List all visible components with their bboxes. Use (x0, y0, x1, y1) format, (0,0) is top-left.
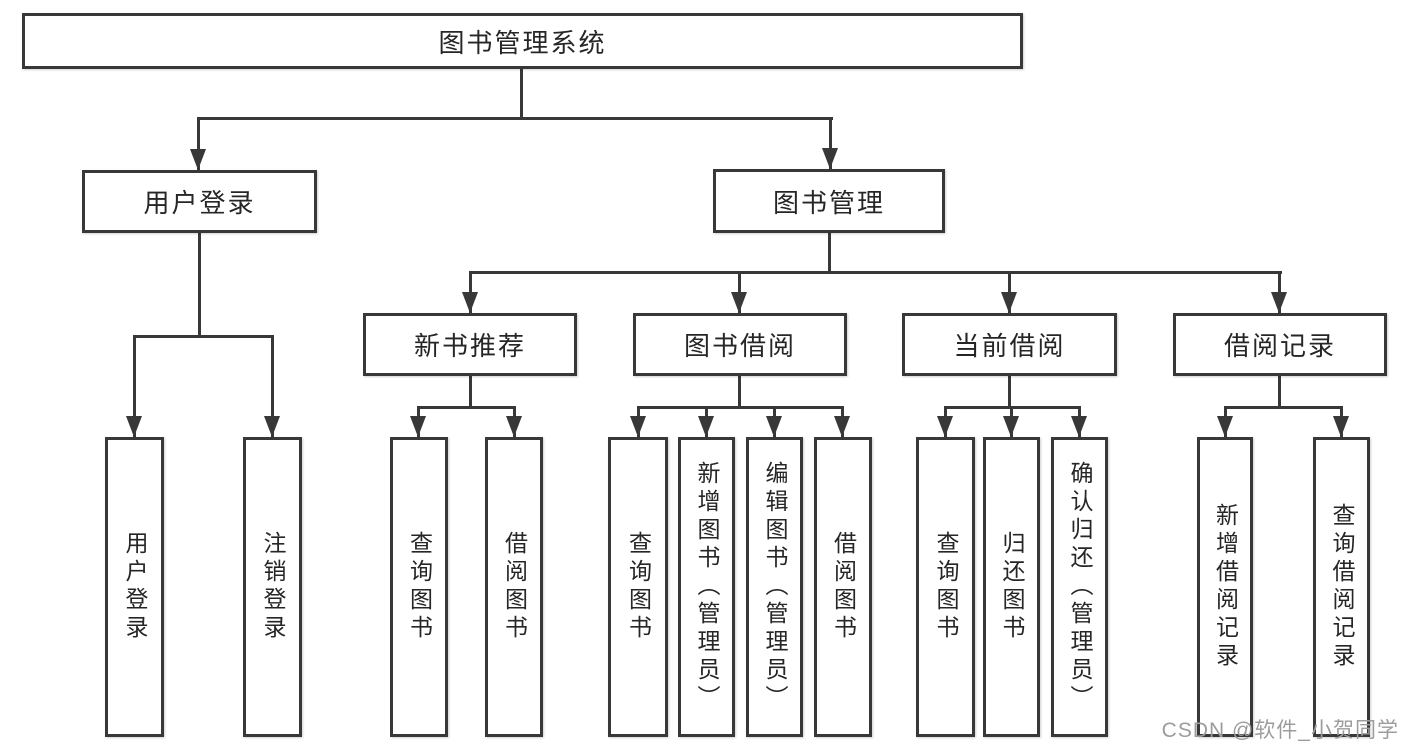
connector-line (637, 406, 844, 409)
connector-line (197, 117, 200, 170)
arrow-down-icon (630, 416, 646, 437)
node-leaf-return-book: 归还图书 (983, 437, 1040, 737)
connector-line (1008, 376, 1011, 409)
node-new-book-recommend: 新书推荐 (363, 313, 577, 376)
node-label: 当前借阅 (953, 331, 1066, 361)
node-leaf-query-borrow-record: 查询借阅记录 (1313, 437, 1370, 737)
node-leaf-add-book-admin: 新增图书（管理员） (678, 437, 735, 737)
arrow-down-icon (1001, 292, 1017, 313)
arrow-down-icon (410, 416, 426, 437)
arrow-down-icon (834, 416, 850, 437)
node-leaf-logout: 注销登录 (243, 437, 302, 737)
arrow-down-icon (822, 148, 838, 169)
node-leaf-borrow-books: 借阅图书 (814, 437, 872, 737)
connector-line (469, 376, 472, 409)
node-label: 查询图书 (933, 531, 959, 643)
node-label: 图书借阅 (683, 331, 796, 361)
node-label: 借阅图书 (501, 531, 528, 643)
connector-line (1224, 406, 1342, 409)
connector-line (133, 335, 136, 437)
node-leaf-query-books-borrow: 查询图书 (608, 437, 668, 737)
node-label: 图书管理 (772, 187, 885, 218)
arrow-down-icon (190, 149, 206, 170)
watermark: CSDN @软件_小贺同学 (1161, 719, 1399, 742)
arrow-down-icon (937, 416, 953, 437)
node-label: 归还图书 (999, 531, 1025, 643)
arrow-down-icon (698, 416, 714, 437)
node-label: 图书管理系统 (438, 27, 607, 58)
node-library-system: 图书管理系统 (22, 13, 1023, 69)
arrow-down-icon (1071, 416, 1087, 437)
arrow-down-icon (462, 292, 478, 313)
connector-line (133, 335, 274, 338)
arrow-down-icon (731, 292, 747, 313)
connector-line (1278, 376, 1281, 409)
node-label: 编辑图书（管理员） (762, 461, 788, 713)
node-user-login: 用户登录 (82, 170, 317, 233)
connector-line (271, 335, 274, 437)
node-leaf-edit-book-admin: 编辑图书（管理员） (746, 437, 803, 737)
node-leaf-user-login: 用户登录 (105, 437, 164, 737)
node-leaf-query-books-current: 查询图书 (916, 437, 975, 737)
node-label: 新增借阅记录 (1212, 503, 1239, 671)
node-label: 新书推荐 (413, 331, 526, 361)
node-label: 借阅图书 (830, 531, 857, 643)
arrow-down-icon (1333, 416, 1349, 437)
node-label: 用户登录 (122, 531, 148, 643)
node-label: 确认归还（管理员） (1067, 461, 1093, 713)
connector-line (520, 69, 523, 120)
node-book-management: 图书管理 (713, 169, 945, 233)
node-leaf-query-books-recommend: 查询图书 (390, 437, 448, 737)
arrow-down-icon (766, 416, 782, 437)
connector-line (738, 376, 741, 409)
connector-line (198, 233, 201, 338)
connector-line (828, 233, 831, 274)
arrow-down-icon (126, 416, 142, 437)
node-label: 借阅记录 (1223, 331, 1336, 361)
arrow-down-icon (1003, 416, 1019, 437)
node-borrow-record: 借阅记录 (1173, 313, 1387, 376)
node-label: 查询图书 (406, 531, 433, 643)
node-leaf-add-borrow-record: 新增借阅记录 (1197, 437, 1253, 737)
node-label: 查询借阅记录 (1329, 503, 1355, 671)
connector-line (197, 117, 833, 120)
node-leaf-confirm-return-admin: 确认归还（管理员） (1051, 437, 1108, 737)
arrow-down-icon (264, 416, 280, 437)
node-current-borrow: 当前借阅 (902, 313, 1117, 376)
node-label: 新增图书（管理员） (694, 461, 720, 713)
connector-line (469, 271, 1282, 274)
node-book-borrow: 图书借阅 (633, 313, 847, 376)
node-label: 查询图书 (625, 531, 652, 643)
arrow-down-icon (1271, 292, 1287, 313)
connector-line (829, 117, 832, 169)
arrow-down-icon (506, 416, 522, 437)
arrow-down-icon (1217, 416, 1233, 437)
node-leaf-borrow-books-recommend: 借阅图书 (485, 437, 543, 737)
connector-line (417, 406, 516, 409)
node-label: 注销登录 (260, 531, 286, 643)
node-label: 用户登录 (143, 188, 256, 218)
